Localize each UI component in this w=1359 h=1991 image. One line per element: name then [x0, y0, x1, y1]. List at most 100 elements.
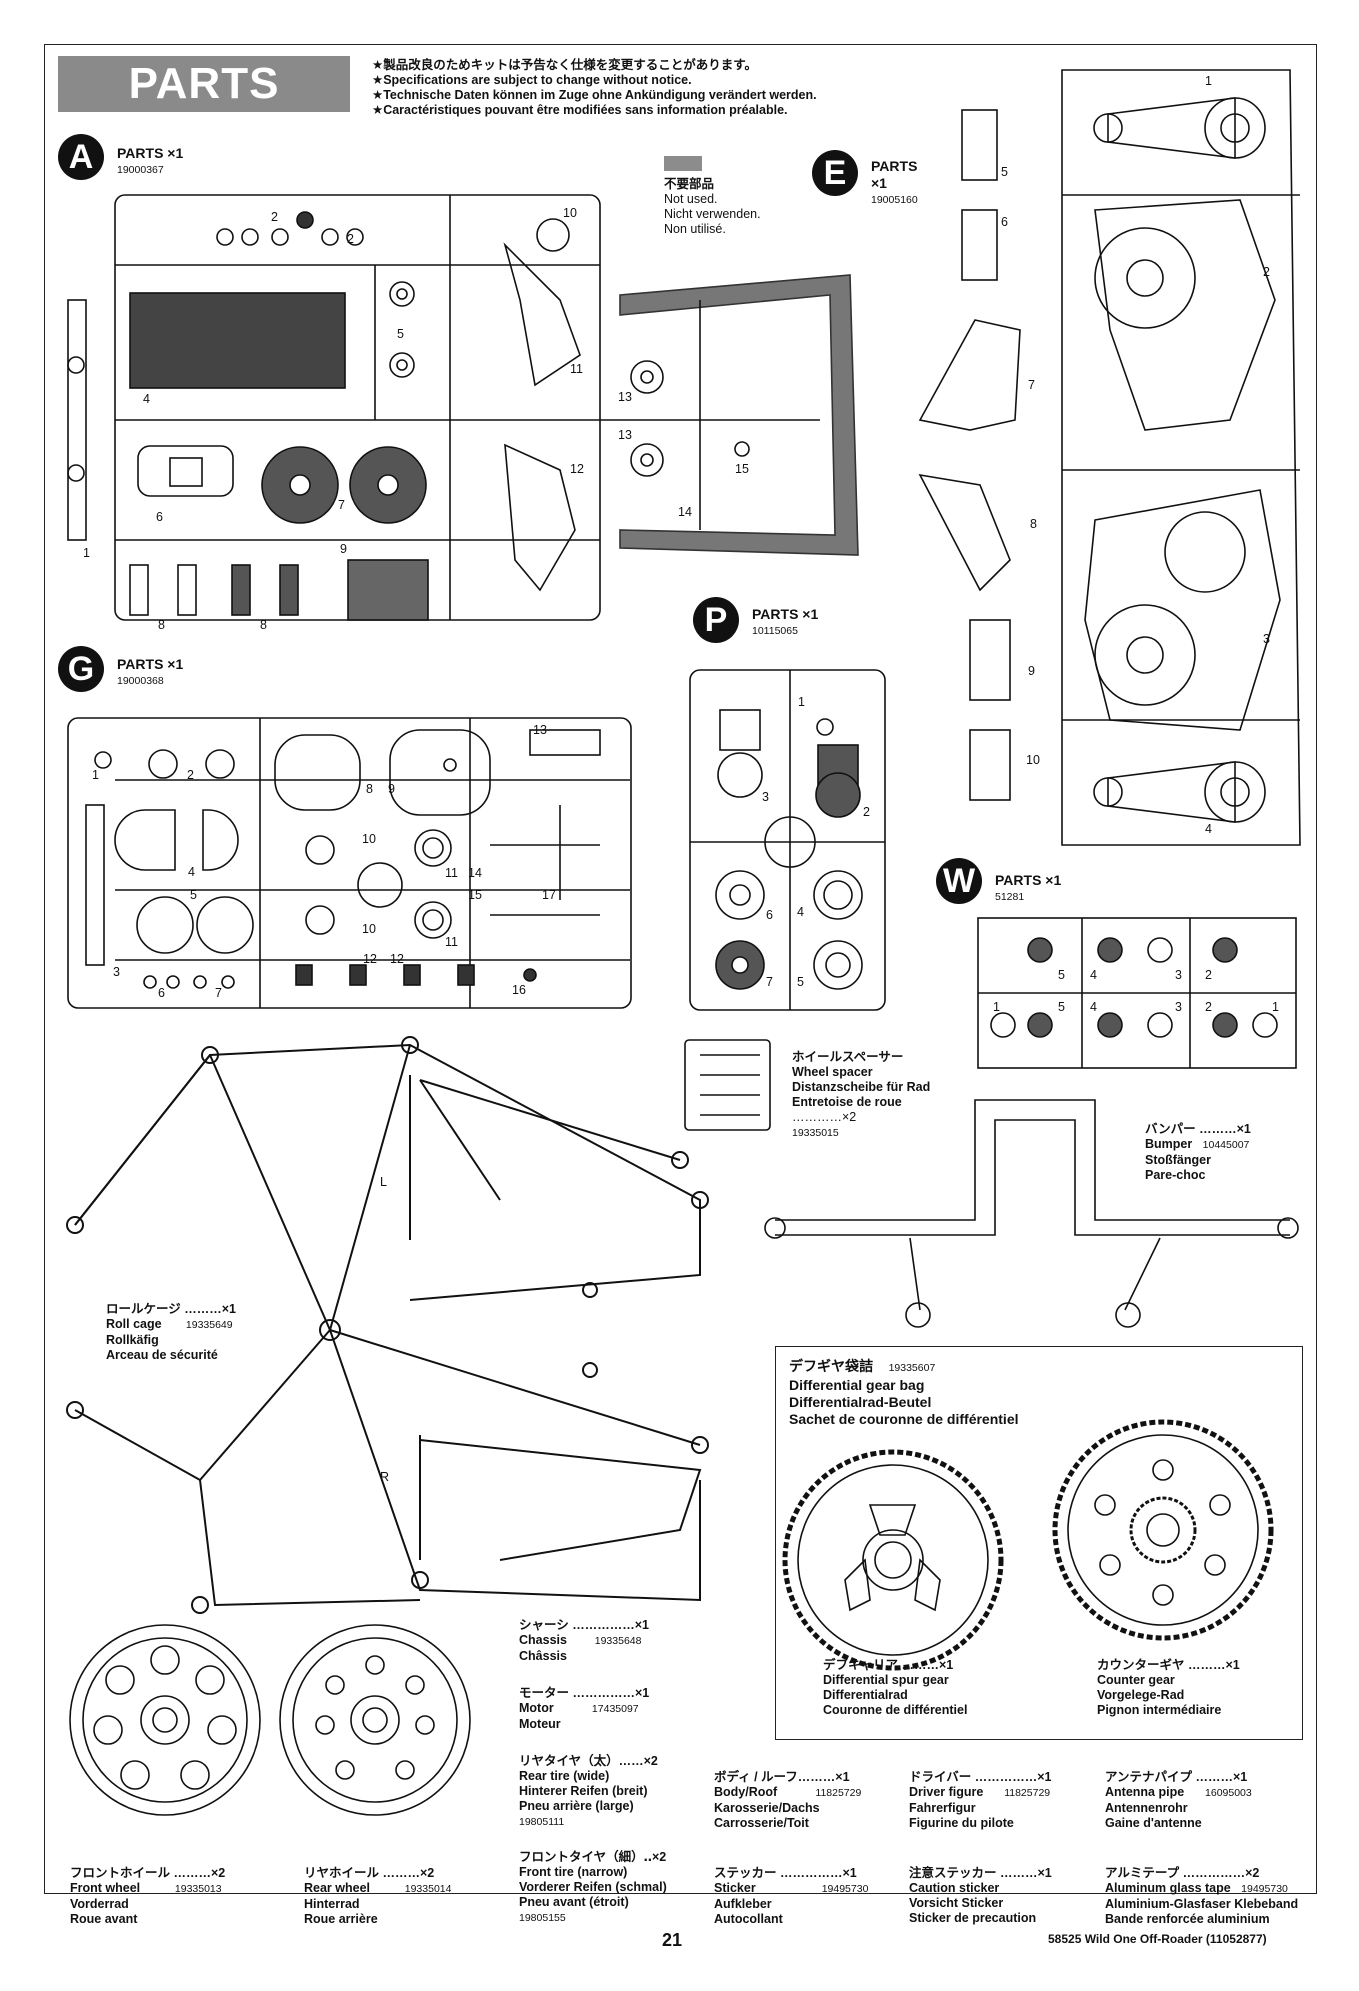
part-number: 14 — [678, 505, 692, 519]
part-number: 12 — [570, 462, 584, 476]
part-number: 2 — [347, 232, 354, 246]
tree-e-drawing — [918, 69, 1301, 846]
page-number: 21 — [662, 1930, 683, 1950]
sticker-label: ステッカー ……………×1 Sticker 19495730 Aufkleber… — [714, 1866, 869, 1926]
diff-spur-gear-drawing — [782, 1449, 1004, 1671]
chassis-label: シャーシ ……………×1 Chassis 19335648 Châssis — [519, 1618, 649, 1663]
spec-note: ★Caractéristiques pouvant être modifiées… — [372, 103, 788, 117]
roll-cage-label: ロールケージ ………×1 Roll cage 19335649 Rollkäfi… — [106, 1302, 236, 1362]
part-number: 5 — [397, 327, 404, 341]
page-title: PARTS — [58, 56, 350, 112]
part-number: 3 — [1175, 1000, 1182, 1014]
antenna-pipe-label: アンテナパイプ ………×1 Antenna pipe 16095003 Ante… — [1105, 1770, 1252, 1830]
tree-w-badge: W — [936, 858, 982, 904]
not-used-part — [619, 274, 859, 556]
part-number: 10 — [362, 922, 376, 936]
part-number: 3 — [1175, 968, 1182, 982]
part-number: 4 — [188, 865, 195, 879]
part-number: 16 — [512, 983, 526, 997]
bumper-label: バンパー ………×1 Bumper 10445007 Stoßfänger Pa… — [1145, 1122, 1251, 1182]
part-number: 13 — [533, 723, 547, 737]
part-number: 15 — [468, 888, 482, 902]
driver-figure-label: ドライバー ……………×1 Driver figure 11825729 Fah… — [909, 1770, 1052, 1830]
part-number: 1 — [993, 1000, 1000, 1014]
front-wheel-drawing — [69, 1624, 261, 1816]
part-number: 12 — [363, 952, 377, 966]
counter-gear-label: カウンターギヤ ………×1 Counter gear Vorgelege-Rad… — [1097, 1658, 1240, 1717]
part-number: 6 — [158, 986, 165, 1000]
part-number: 10 — [1026, 753, 1040, 767]
page-frame — [44, 44, 1317, 1894]
part-number: 11 — [570, 362, 583, 376]
part-number: 2 — [863, 805, 870, 819]
part-number: 2 — [187, 768, 194, 782]
part-number: 6 — [1001, 215, 1008, 229]
rear-tire-label: リヤタイヤ（太）……×2 Rear tire (wide) Hinterer R… — [519, 1754, 658, 1828]
part-number: 1 — [798, 695, 805, 709]
part-number: 4 — [1090, 968, 1097, 982]
part-number: 7 — [215, 986, 222, 1000]
bumper-drawing — [764, 1099, 1299, 1328]
part-number: 1 — [1272, 1000, 1279, 1014]
rear-wheel-drawing — [279, 1624, 471, 1816]
part-number: 1 — [83, 546, 90, 560]
differential-gear-bag-box — [775, 1346, 1303, 1740]
part-number: 2 — [1263, 265, 1270, 279]
part-number: 7 — [766, 975, 773, 989]
spec-note: ★製品改良のためキットは予告なく仕様を変更することがあります。 — [372, 58, 757, 72]
part-number: 2 — [1205, 1000, 1212, 1014]
part-number: 8 — [260, 618, 267, 632]
spec-note: ★Technische Daten können im Zuge ohne An… — [372, 88, 817, 102]
part-number: 9 — [1028, 664, 1035, 678]
part-number: 8 — [1030, 517, 1037, 531]
motor-label: モーター ……………×1 Motor 17435097 Moteur — [519, 1686, 650, 1731]
front-wheel-label: フロントホイール ………×2 Front wheel 19335013 Vord… — [70, 1866, 226, 1926]
body-roof-label: ボディ / ルーフ………×1 Body/Roof 11825729 Kaross… — [714, 1770, 862, 1830]
part-number: 7 — [338, 498, 345, 512]
model-footer: 58525 Wild One Off-Roader (11052877) — [1048, 1932, 1267, 1946]
roll-cage-drawing — [66, 1036, 709, 1614]
part-number: 3 — [1263, 632, 1270, 646]
part-number: 4 — [1205, 822, 1212, 836]
part-number: 1 — [1205, 74, 1212, 88]
part-number: 14 — [468, 866, 482, 880]
part-number: 5 — [797, 975, 804, 989]
part-number: 2 — [1205, 968, 1212, 982]
glass-tape-label: アルミテープ ……………×2 Aluminum glass tape 19495… — [1105, 1866, 1299, 1926]
not-used-legend: 不要部品 Not used. Nicht verwenden. Non util… — [664, 156, 761, 237]
front-tire-label: フロントタイヤ（細）‥×2 Front tire (narrow) Vorder… — [519, 1850, 667, 1924]
part-number: 8 — [158, 618, 165, 632]
part-number: 11 — [445, 866, 458, 880]
part-number: 3 — [113, 965, 120, 979]
part-number: 13 — [618, 428, 632, 442]
part-number: 1 — [92, 768, 99, 782]
tree-a-badge: A — [58, 134, 104, 180]
part-number: 3 — [762, 790, 769, 804]
part-number: 9 — [388, 782, 395, 796]
tree-p-drawing — [689, 669, 886, 1011]
diff-bag-label: デフギヤ袋詰 19335607 Differential gear bag Di… — [789, 1358, 1019, 1427]
part-number: 8 — [366, 782, 373, 796]
part-number: 6 — [766, 908, 773, 922]
counter-gear-drawing — [1052, 1419, 1274, 1641]
wheel-spacer-label: ホイールスペーサー Wheel spacer Distanzscheibe fü… — [792, 1050, 931, 1139]
part-number: 5 — [1001, 165, 1008, 179]
caution-sticker-label: 注意ステッカー ………×1 Caution sticker Vorsicht S… — [909, 1866, 1052, 1925]
part-number: 2 — [271, 210, 278, 224]
part-number: 15 — [735, 462, 749, 476]
spec-notes: ★製品改良のためキットは予告なく仕様を変更することがあります。 ★Specifi… — [372, 58, 817, 118]
part-number: 13 — [618, 390, 632, 404]
part-number: 11 — [445, 935, 458, 949]
part-number: 10 — [563, 206, 577, 220]
tree-w-drawing — [977, 917, 1297, 1069]
tree-a-drawing — [67, 194, 601, 621]
part-number: 9 — [340, 542, 347, 556]
not-used-swatch — [664, 156, 702, 171]
part-number: 4 — [797, 905, 804, 919]
tree-g-badge: G — [58, 646, 104, 692]
